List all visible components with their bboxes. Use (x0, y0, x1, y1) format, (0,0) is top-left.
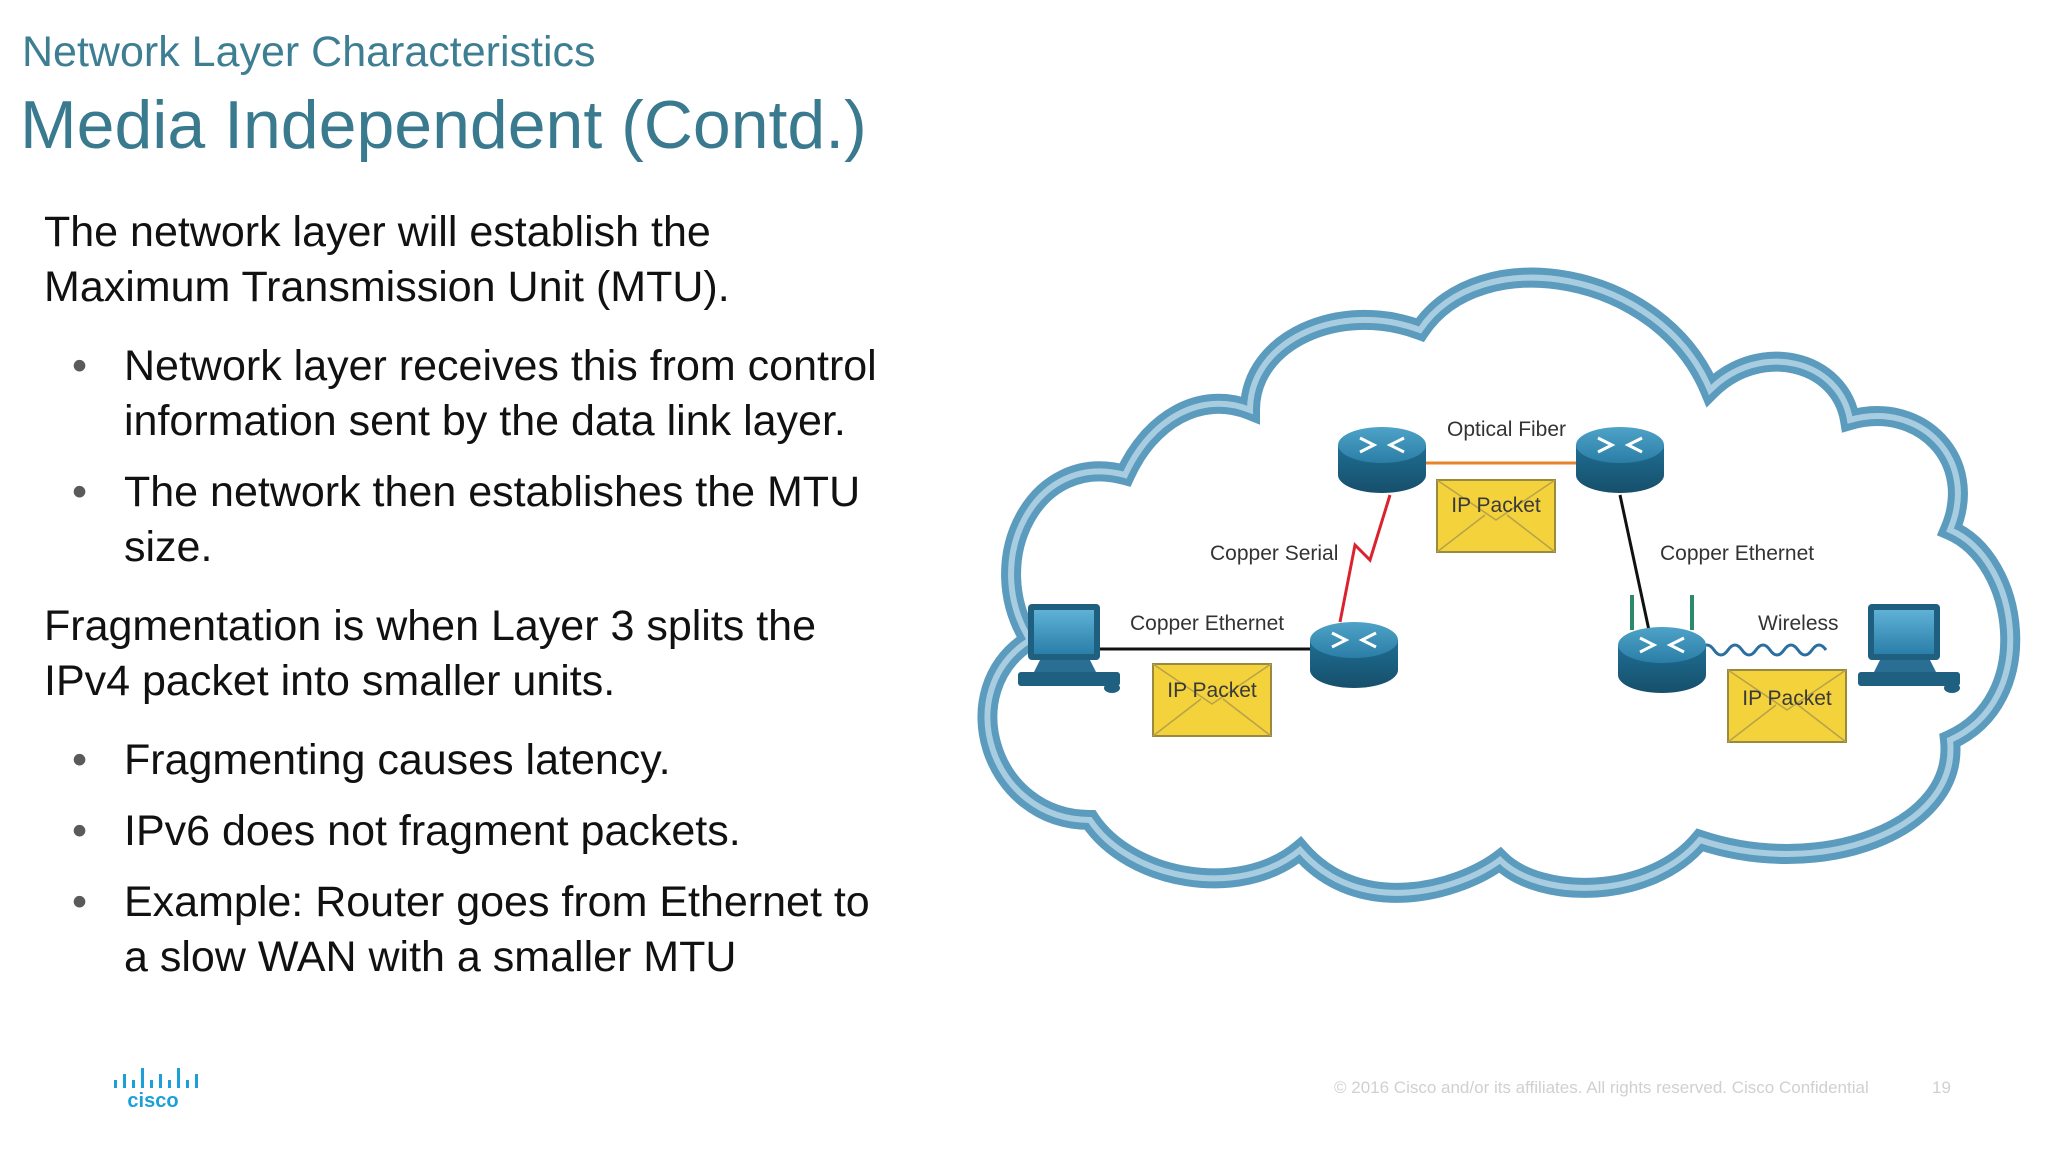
copper-ethernet-link-right (1618, 494, 1652, 636)
wireless-label: Wireless (1758, 612, 1839, 635)
mtu-bullets: • Network layer receives this from contro… (44, 339, 904, 575)
bullet-text: IPv6 does not fragment packets. (124, 807, 741, 855)
ip-packet-icon: IP Packet (1436, 479, 1556, 553)
bullet-item: • Example: Router goes from Ethernet to a… (44, 875, 904, 985)
wireless-router-icon (1618, 595, 1706, 693)
bullet-icon: • (72, 878, 88, 926)
copper-ethernet-label-left: Copper Ethernet (1130, 612, 1284, 635)
bullet-text: The network then establishes the MTU siz… (124, 468, 861, 571)
router-icon (1338, 427, 1426, 493)
bullet-text: Network layer receives this from control… (124, 342, 877, 445)
bullet-icon: • (72, 807, 88, 855)
optical-fiber-label: Optical Fiber (1447, 418, 1566, 441)
bullet-item: • Fragmenting causes latency. (44, 733, 904, 788)
bullet-item: • The network then establishes the MTU si… (44, 465, 904, 575)
computer-icon (1858, 604, 1960, 693)
computer-icon (1018, 604, 1120, 693)
wireless-link (1698, 643, 1828, 657)
packet-label: IP Packet (1742, 687, 1832, 710)
mtu-paragraph: The network layer will establish the Max… (44, 208, 730, 311)
copper-ethernet-label-right: Copper Ethernet (1660, 542, 1814, 565)
bullet-text: Fragmenting causes latency. (124, 736, 671, 784)
logo-text: cisco (127, 1090, 178, 1110)
bullet-item: • Network layer receives this from contro… (44, 339, 904, 449)
packet-label: IP Packet (1167, 679, 1257, 702)
network-cloud-diagram: IP Packet IP Packet IP Packet Optical Fi… (977, 267, 2021, 903)
bullet-icon: • (72, 342, 88, 390)
slide-title: Media Independent (Contd.) (20, 87, 867, 163)
bullet-icon: • (72, 468, 88, 516)
fragmentation-paragraph: Fragmentation is when Layer 3 splits the… (44, 602, 817, 705)
cisco-logo-icon: cisco (114, 1068, 198, 1110)
ip-packet-icon: IP Packet (1727, 669, 1847, 743)
router-icon (1310, 622, 1398, 688)
copper-serial-link (1338, 494, 1392, 623)
cloud-shape (977, 267, 2021, 903)
ip-packet-icon: IP Packet (1152, 663, 1272, 737)
bullet-icon: • (72, 736, 88, 784)
slide-body: The network layer will establish the Max… (44, 205, 904, 1009)
page-number: 19 (1932, 1078, 1951, 1097)
bullet-text: Example: Router goes from Ethernet to a … (124, 878, 870, 981)
router-icon (1576, 427, 1664, 493)
copyright-footer: © 2016 Cisco and/or its affiliates. All … (1334, 1078, 1869, 1097)
slide-subtitle: Network Layer Characteristics (22, 28, 596, 76)
bullet-item: • IPv6 does not fragment packets. (44, 804, 904, 859)
fragmentation-bullets: • Fragmenting causes latency. • IPv6 does … (44, 733, 904, 985)
copper-serial-label: Copper Serial (1210, 542, 1338, 565)
packet-label: IP Packet (1451, 494, 1541, 517)
